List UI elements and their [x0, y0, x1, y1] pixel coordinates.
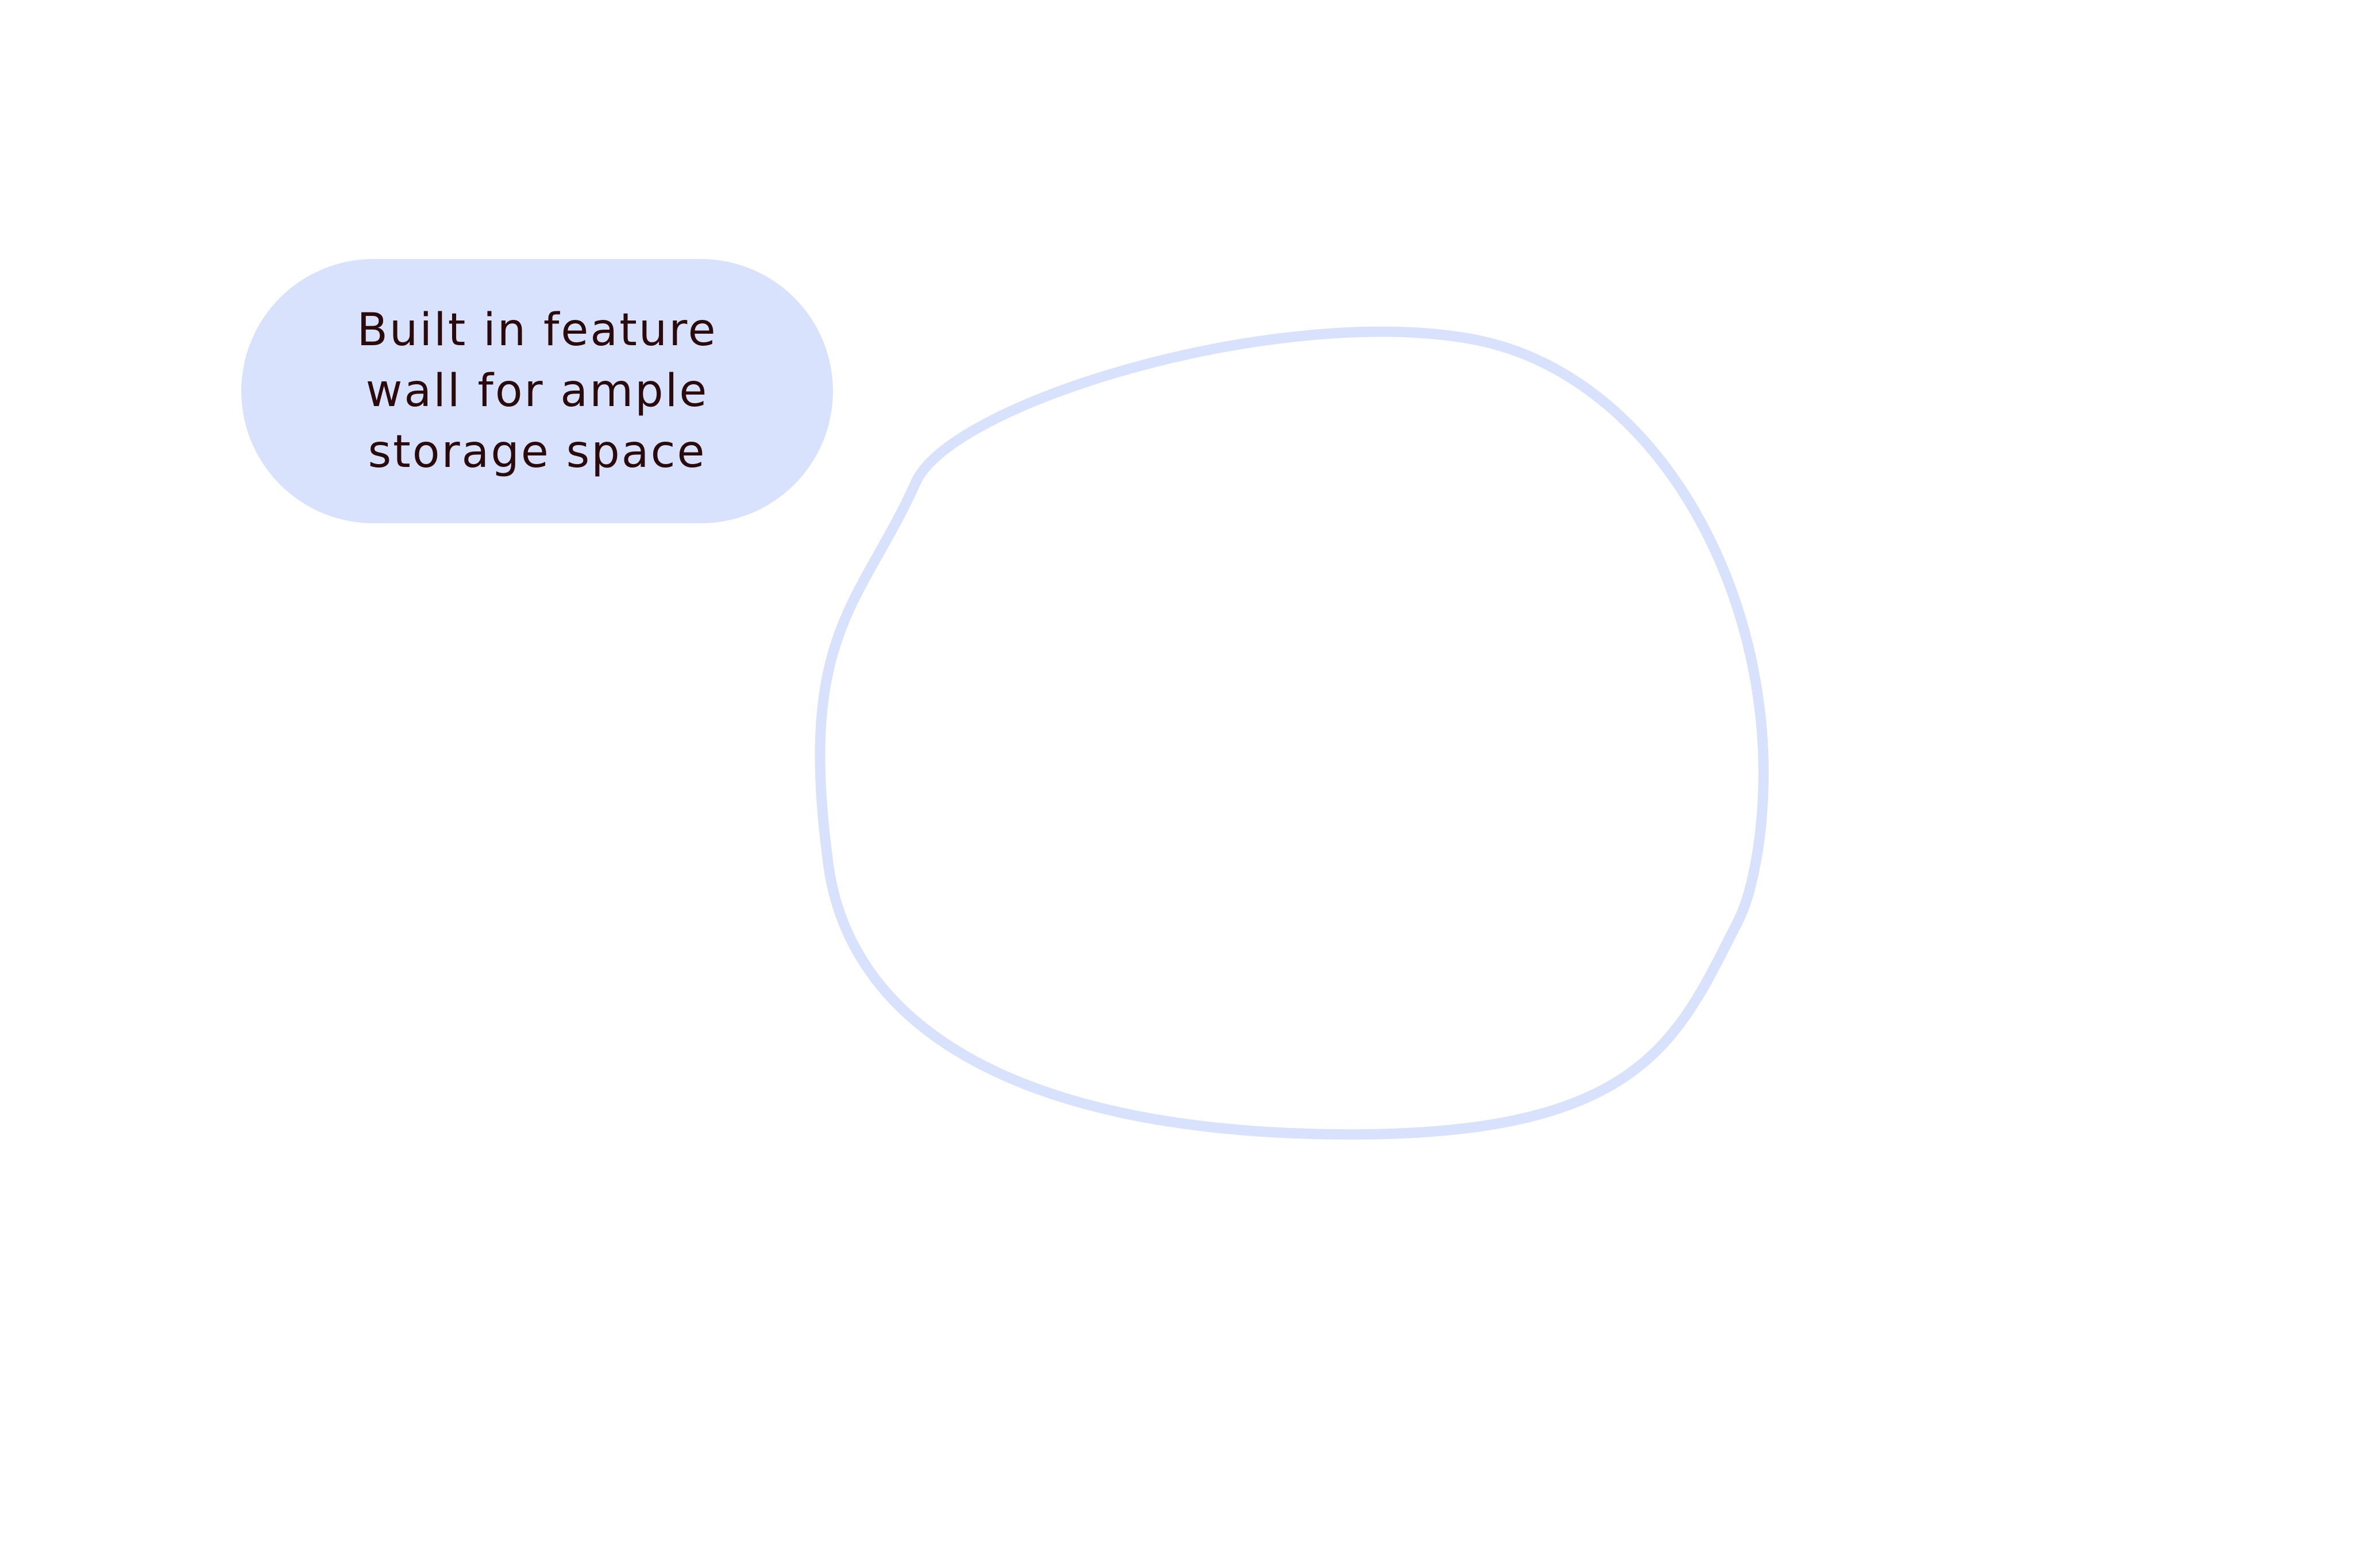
callout-text: Built in feature wall for ample storage …: [357, 304, 718, 478]
callout-label[interactable]: Built in feature wall for ample storage …: [241, 259, 833, 523]
freeform-outline-shape[interactable]: [815, 326, 1769, 1140]
